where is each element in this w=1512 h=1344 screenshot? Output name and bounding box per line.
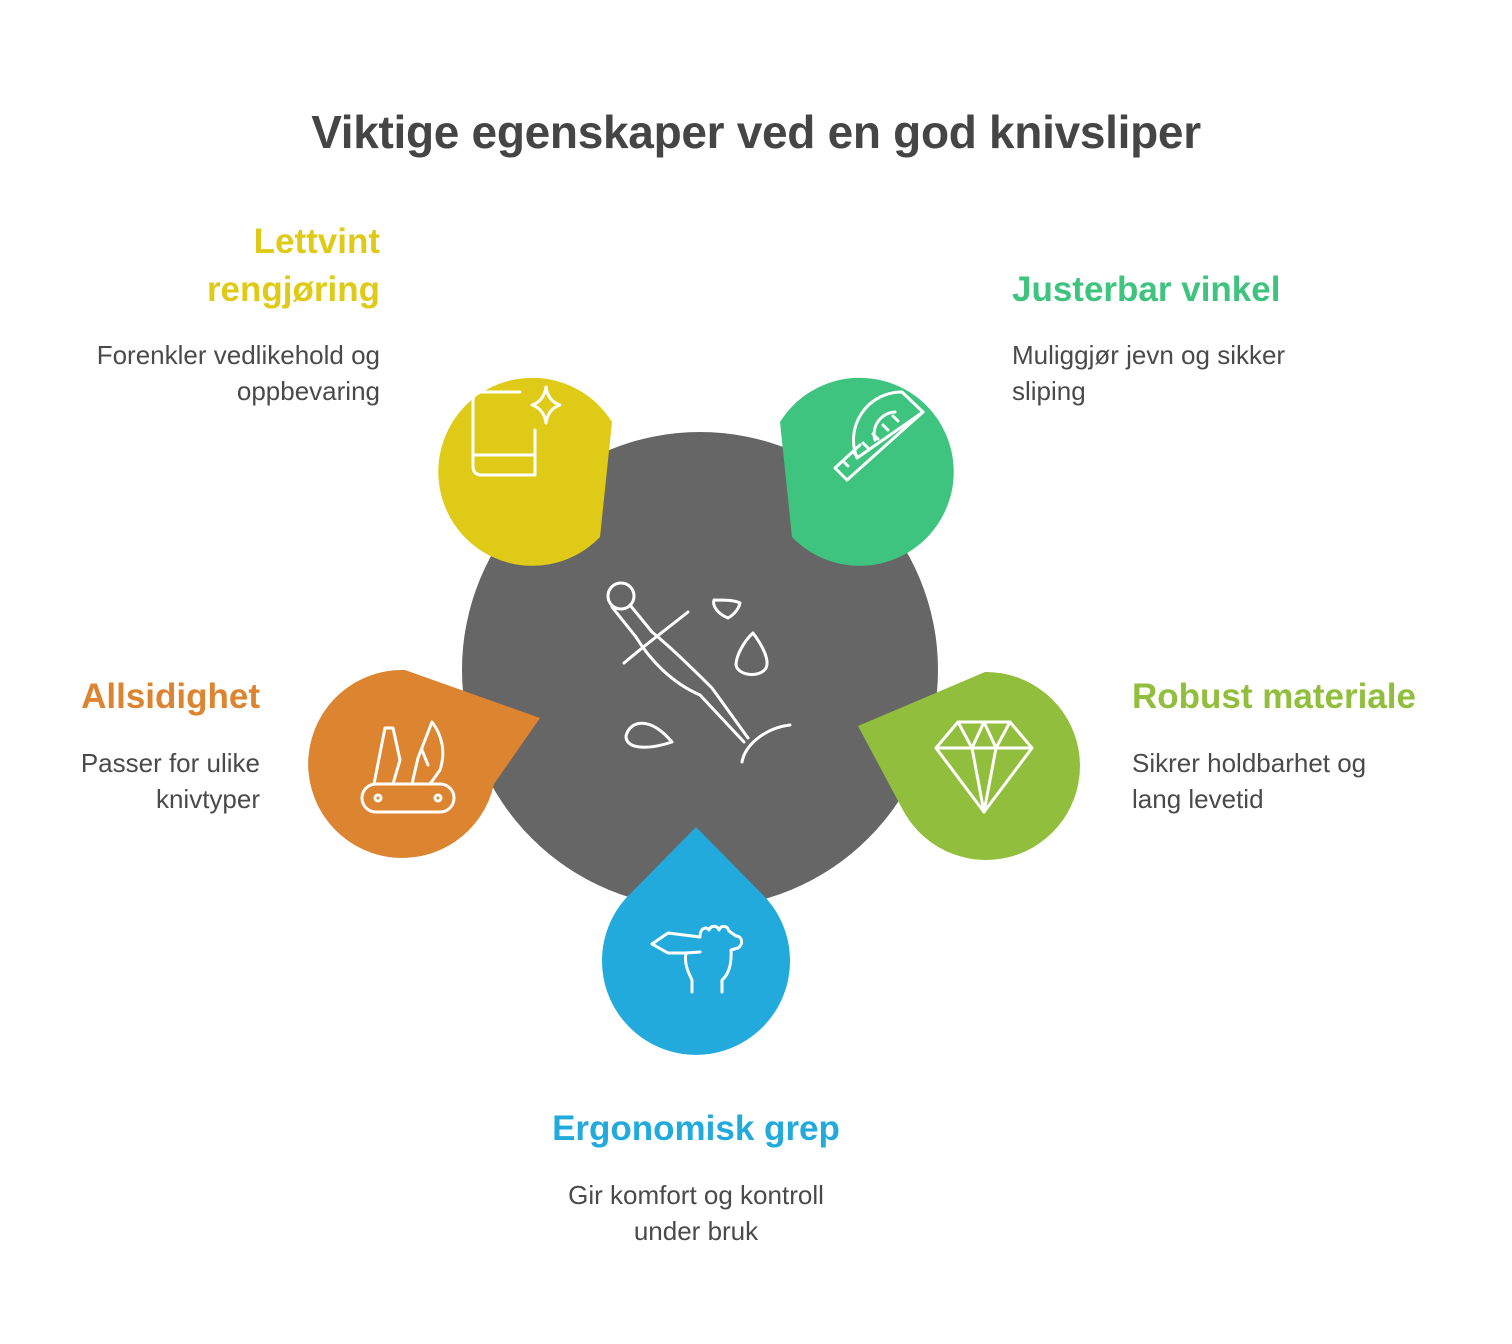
ergonomisk-heading: Ergonomisk grep	[552, 1109, 840, 1148]
robust-marker	[858, 671, 1080, 860]
allsidighet-description: Passer for ulike knivtyper	[81, 745, 260, 817]
lettvint-desc-line1: Forenkler vedlikehold og	[96, 340, 380, 370]
allsidighet-heading: Allsidighet	[81, 677, 260, 716]
allsidighet-marker	[308, 669, 540, 858]
lettvint-description: Forenkler vedlikehold og oppbevaring	[97, 337, 380, 409]
lettvint-marker	[438, 377, 612, 566]
ergonomisk-marker	[601, 827, 790, 1055]
tablet-sparkle-icon	[471, 385, 562, 477]
lettvint-heading: Lettvint rengjøring	[207, 218, 380, 314]
lettvint-heading-line1: Lettvint	[253, 222, 380, 261]
pocket-knife-icon	[360, 720, 456, 814]
allsidighet-desc-line1: Passer for ulike	[80, 748, 260, 778]
knife-sharpening-icon	[606, 581, 792, 764]
robust-desc-line2: lang levetid	[1132, 784, 1264, 814]
justerbar-desc-line2: sliping	[1012, 376, 1086, 406]
lettvint-heading-line2: rengjøring	[206, 270, 380, 309]
page-title: Viktige egenskaper ved en god knivsliper	[311, 106, 1201, 158]
diamond-icon	[934, 720, 1034, 814]
hand-knife-icon	[650, 924, 744, 994]
ergonomisk-desc-line1: Gir komfort og kontroll	[568, 1180, 824, 1210]
protractor-icon	[833, 390, 925, 482]
allsidighet-desc-line2: knivtyper	[155, 784, 260, 814]
ergonomisk-description: Gir komfort og kontroll under bruk	[446, 1177, 946, 1249]
justerbar-description: Muliggjør jevn og sikker sliping	[1012, 337, 1285, 409]
robust-desc-line1: Sikrer holdbarhet og	[1132, 748, 1367, 778]
justerbar-desc-line1: Muliggjør jevn og sikker	[1012, 340, 1286, 370]
ergonomisk-desc-line2: under bruk	[633, 1216, 759, 1246]
lettvint-desc-line2: oppbevaring	[236, 376, 380, 406]
robust-description: Sikrer holdbarhet og lang levetid	[1132, 745, 1366, 817]
robust-heading: Robust materiale	[1132, 677, 1416, 716]
justerbar-marker	[780, 377, 954, 566]
justerbar-heading: Justerbar vinkel	[1012, 270, 1281, 309]
